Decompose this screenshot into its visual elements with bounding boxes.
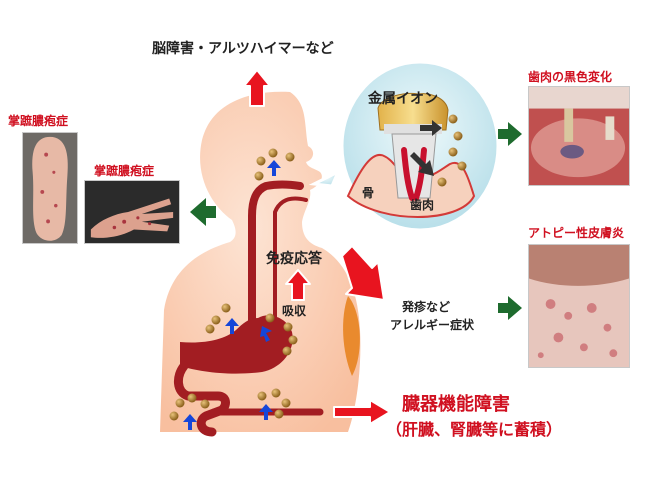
- digestive-tract: [248, 180, 308, 326]
- blue-arrow-chest: [225, 318, 239, 334]
- green-arrows: [190, 122, 522, 320]
- blue-arrow-intestine-left: [183, 414, 197, 430]
- foot-sole-photo: [22, 132, 78, 244]
- green-arrow-to-neck-photo: [498, 296, 522, 320]
- hand-palm-photo: [84, 180, 180, 244]
- blue-arrow-intestine-right: [259, 404, 273, 420]
- metal-ion-label: 金属イオン: [368, 91, 438, 107]
- blue-arrows: [183, 160, 281, 430]
- immune-response-label: 免疫応答: [266, 251, 322, 267]
- red-arrows: [243, 69, 391, 425]
- human-body-silhouette: [160, 91, 361, 432]
- ion-release-arrows: [410, 120, 442, 176]
- tooth-bubble-tail: [308, 168, 341, 188]
- gum-label: 歯肉: [410, 198, 435, 212]
- green-arrow-to-skin-photos: [190, 198, 216, 226]
- rash-label-line1: 発疹など: [402, 300, 451, 314]
- bone-label: 骨: [362, 186, 375, 200]
- neck-dermatitis-photo: [528, 244, 630, 368]
- metal-ion-particles: [169, 114, 467, 421]
- organ-accumulation-label: （肝臓、腎臓等に蓄積）: [386, 420, 563, 439]
- rash-label-line2: アレルギー症状: [390, 318, 475, 332]
- intestine: [174, 361, 230, 437]
- back-patch: [343, 296, 360, 376]
- red-arrow-up-to-brain: [243, 69, 271, 107]
- neck-photo-caption: アトピー性皮膚炎: [528, 226, 625, 240]
- blue-arrow-stomach: [260, 326, 272, 342]
- red-arrow-to-organs: [333, 399, 391, 425]
- gum-discoloration-photo: [528, 86, 630, 186]
- hand-photo-caption: 掌蹠膿疱症: [94, 164, 155, 178]
- red-arrow-up-to-immune: [285, 269, 311, 301]
- tooth-nerve: [401, 147, 427, 201]
- brain-disorder-label: 脳障害・アルツハイマーなど: [152, 41, 334, 57]
- absorption-label: 吸収: [282, 304, 307, 318]
- gold-tooth-crown: [377, 93, 449, 134]
- organ-dysfunction-label: 臓器機能障害: [402, 394, 510, 415]
- red-arrow-to-rash: [341, 245, 385, 301]
- foot-photo-caption: 掌蹠膿疱症: [8, 114, 69, 128]
- green-arrow-to-gum-photo: [498, 122, 522, 146]
- blue-arrow-mouth: [267, 160, 281, 176]
- gum-photo-caption: 歯肉の黒色変化: [528, 70, 613, 84]
